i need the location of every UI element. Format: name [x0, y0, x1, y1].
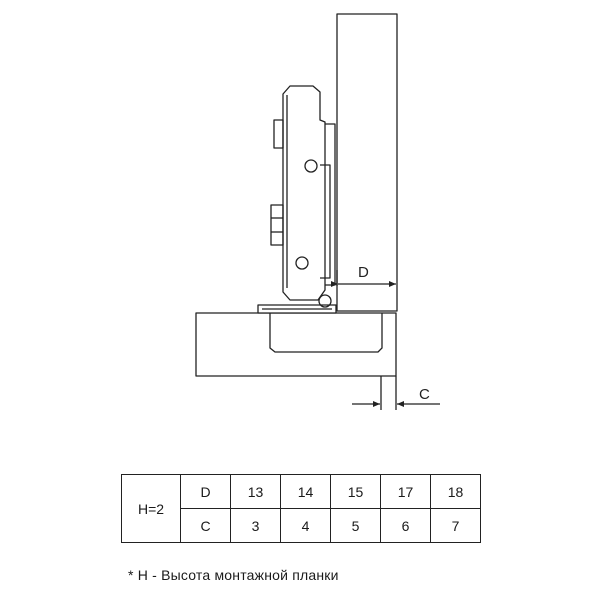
row-label: C [180, 508, 231, 543]
row-label: D [180, 474, 231, 509]
h-label-cell: H=2 [121, 474, 181, 543]
table-cell: 3 [230, 508, 281, 543]
table-cell: 6 [380, 508, 431, 543]
table-cell: 18 [430, 474, 481, 509]
dimension-table: H=2 D 13 14 15 17 18 C 3 4 5 6 7 [121, 474, 481, 543]
dimension-c [352, 376, 440, 410]
dimension-d-label: D [358, 264, 369, 281]
table-cell: 13 [230, 474, 281, 509]
table-cell: 15 [330, 474, 381, 509]
table-cell: 14 [280, 474, 331, 509]
door-panel [336, 13, 398, 312]
table-cell: 4 [280, 508, 331, 543]
cabinet-panel [195, 312, 397, 377]
footnote: * H - Высота монтажной планки [128, 567, 339, 583]
table-cell: 17 [380, 474, 431, 509]
dimension-c-label: C [419, 386, 430, 403]
table-cell: 5 [330, 508, 381, 543]
table-row-d: H=2 D 13 14 15 17 18 [121, 474, 481, 543]
hinge-base-plate [257, 304, 337, 314]
table-cell: 7 [430, 508, 481, 543]
dimension-d [331, 270, 396, 287]
table-row-c: C 3 4 5 6 7 [122, 508, 481, 543]
hinge-arm [270, 85, 336, 308]
